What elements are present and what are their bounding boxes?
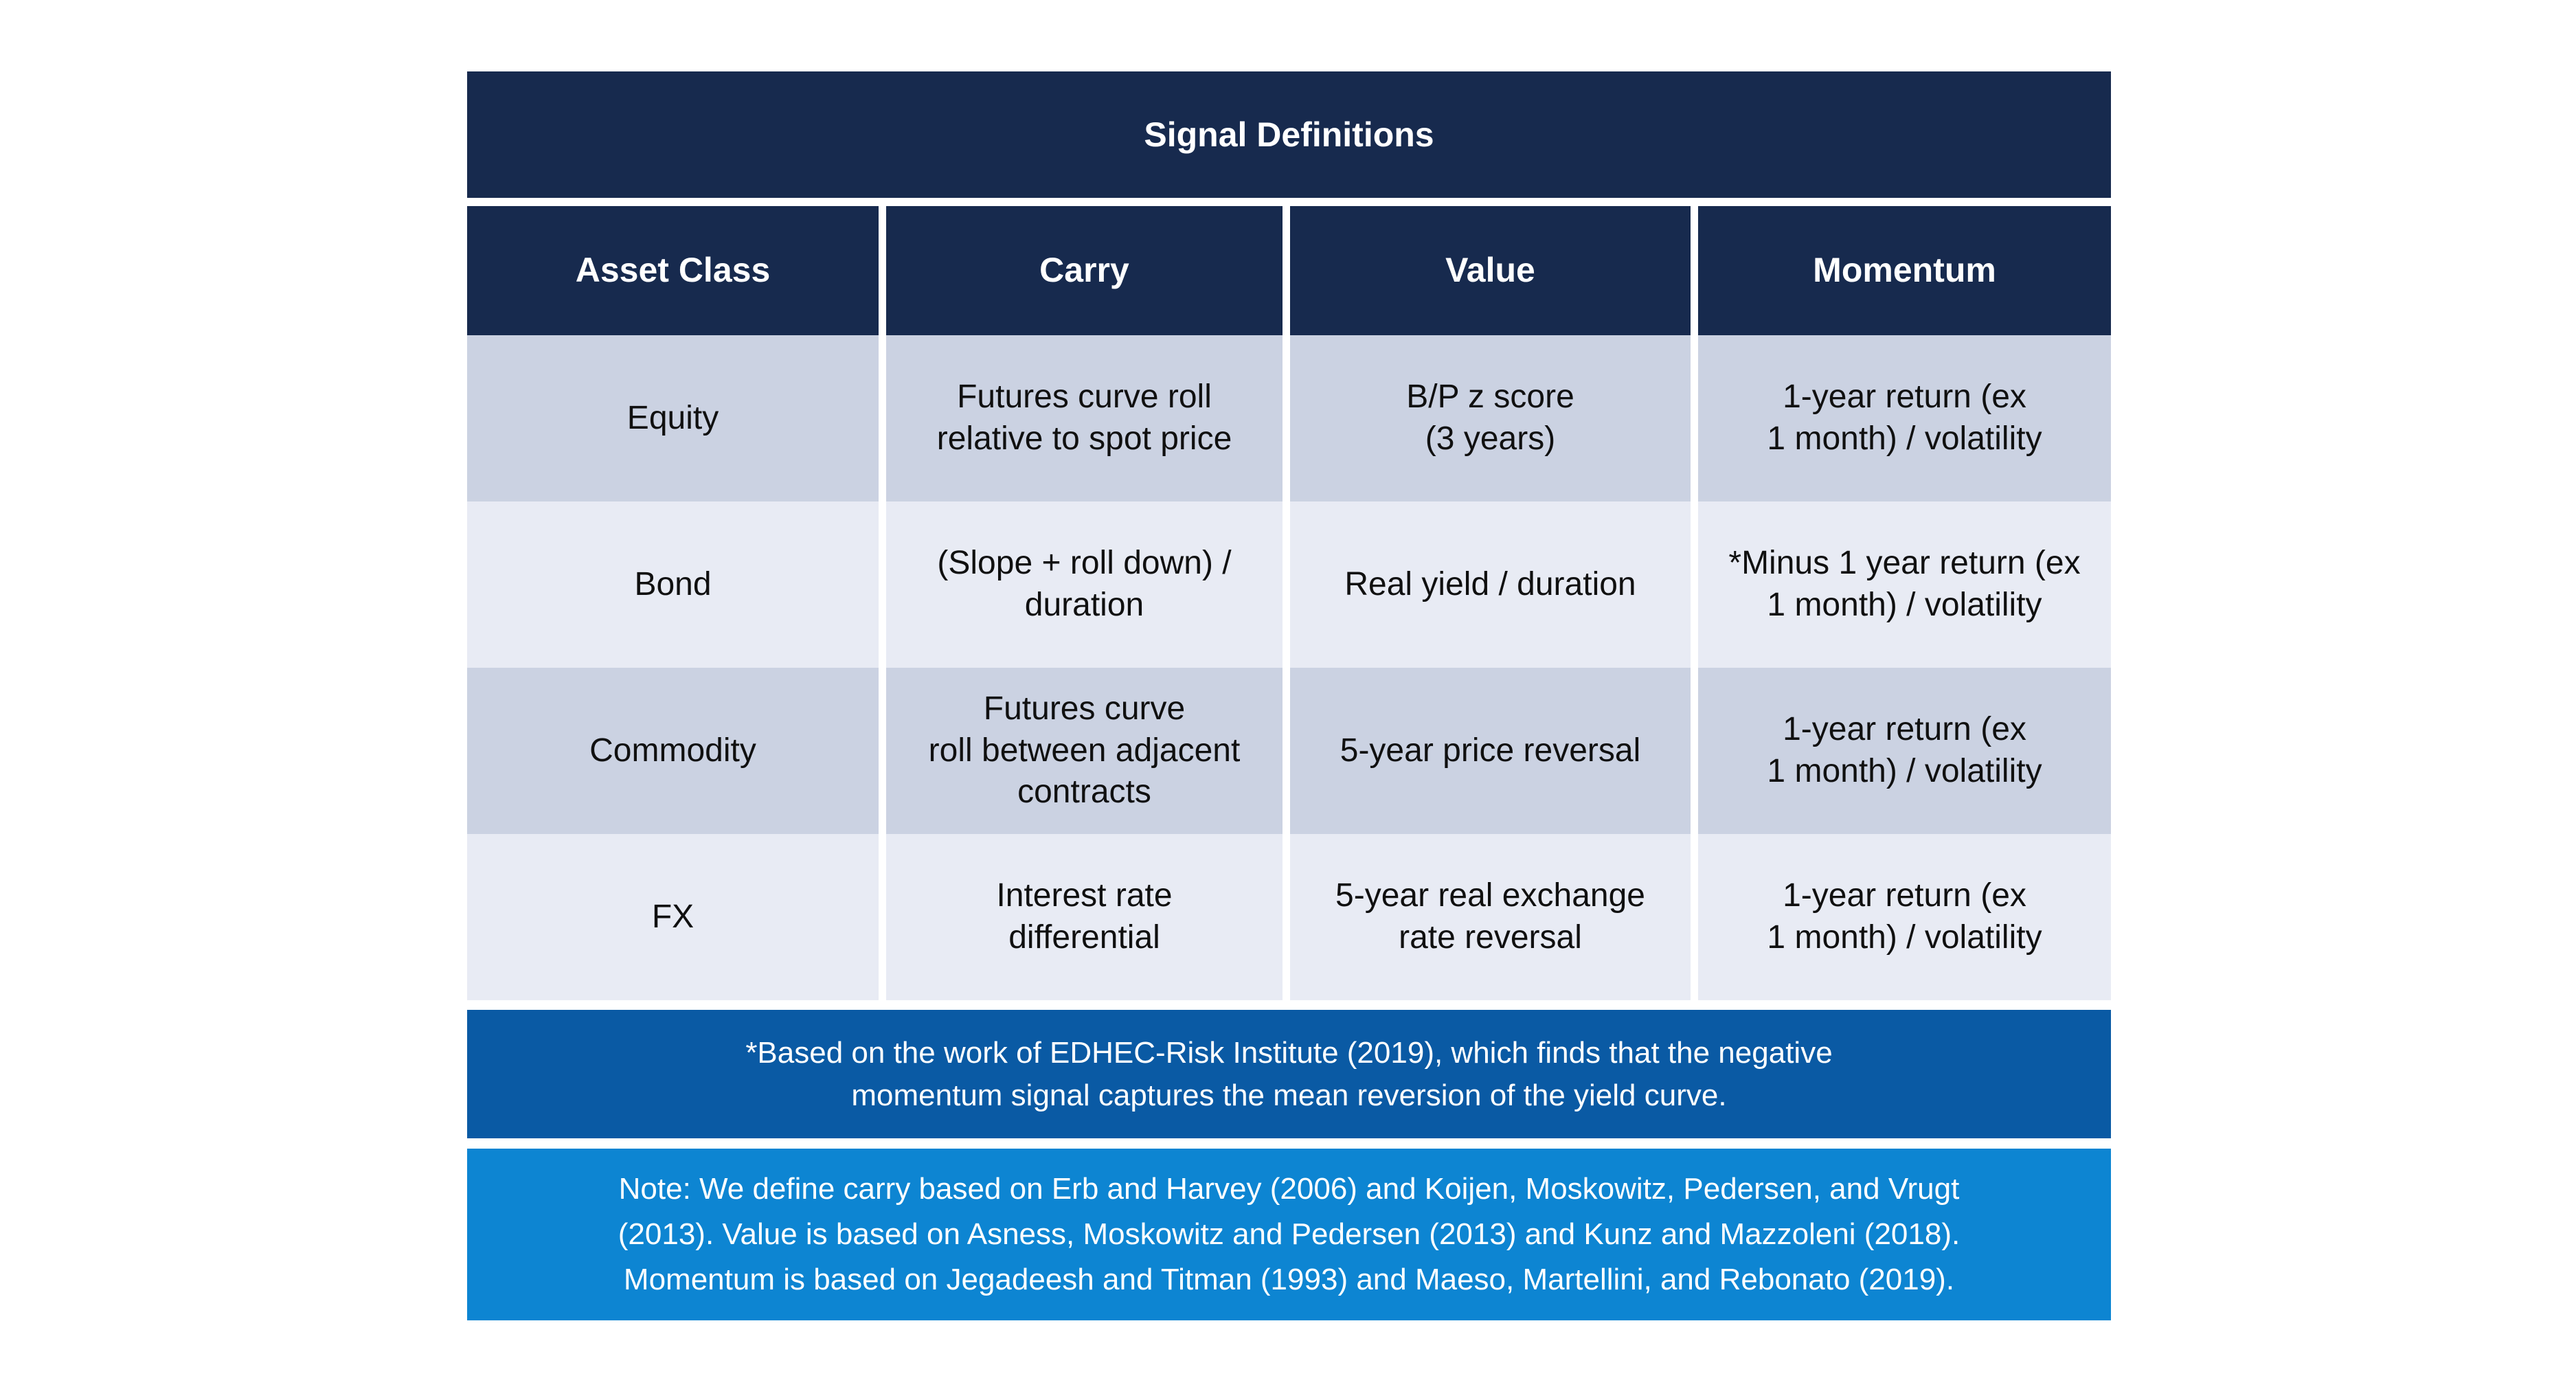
cell-bond-value: Real yield / duration: [1290, 501, 1691, 668]
cell-bond-momentum: *Minus 1 year return (ex 1 month) / vola…: [1698, 501, 2111, 668]
note-text: Note: We define carry based on Erb and H…: [618, 1172, 1961, 1296]
cell-fx-carry: Interest rate differential: [886, 834, 1283, 1000]
cell-fx-value: 5-year real exchange rate reversal: [1290, 834, 1691, 1000]
footnote-text: *Based on the work of EDHEC-Risk Institu…: [745, 1035, 1833, 1112]
note-bar: Note: We define carry based on Erb and H…: [467, 1149, 2111, 1320]
cell-bond-asset-class: Bond: [467, 501, 879, 668]
column-header-momentum: Momentum: [1698, 206, 2111, 335]
cell-fx-momentum: 1-year return (ex 1 month) / volatility: [1698, 834, 2111, 1000]
column-header-asset-class: Asset Class: [467, 206, 879, 335]
column-header-value: Value: [1290, 206, 1691, 335]
cell-commodity-asset-class: Commodity: [467, 668, 879, 834]
cell-commodity-momentum: 1-year return (ex 1 month) / volatility: [1698, 668, 2111, 834]
cell-equity-asset-class: Equity: [467, 335, 879, 501]
table-title-bar: Signal Definitions: [467, 71, 2111, 198]
cell-equity-value: B/P z score (3 years): [1290, 335, 1691, 501]
table-grid: Asset Class Carry Value Momentum Equity …: [467, 206, 2111, 1000]
cell-fx-asset-class: FX: [467, 834, 879, 1000]
column-header-carry: Carry: [886, 206, 1283, 335]
cell-commodity-value: 5-year price reversal: [1290, 668, 1691, 834]
signal-definitions-exhibit: Signal Definitions Asset Class Carry Val…: [467, 71, 2111, 1320]
table-title: Signal Definitions: [1144, 115, 1434, 154]
cell-equity-momentum: 1-year return (ex 1 month) / volatility: [1698, 335, 2111, 501]
cell-commodity-carry: Futures curve roll between adjacent cont…: [886, 668, 1283, 834]
cell-equity-carry: Futures curve roll relative to spot pric…: [886, 335, 1283, 501]
footnote-bar: *Based on the work of EDHEC-Risk Institu…: [467, 1010, 2111, 1138]
cell-bond-carry: (Slope + roll down) / duration: [886, 501, 1283, 668]
